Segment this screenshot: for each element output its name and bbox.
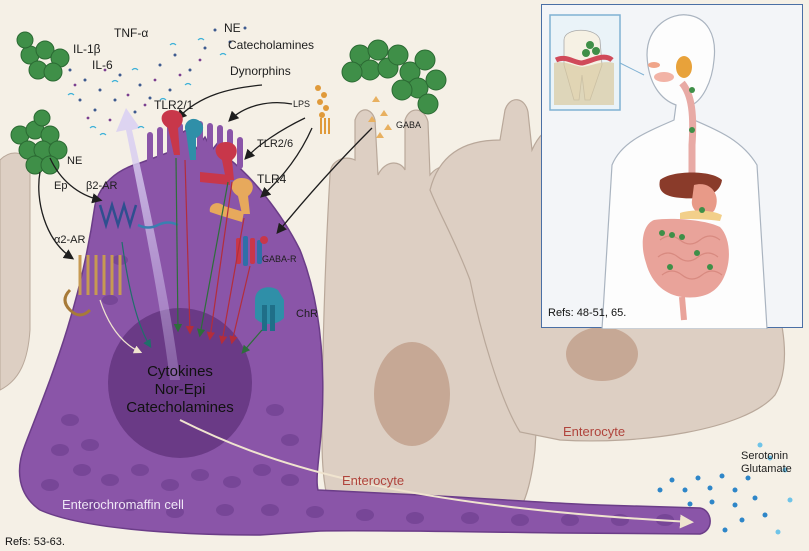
label-il6: IL-6 — [92, 58, 113, 72]
tlr4-receptor — [209, 178, 253, 222]
tlr26-receptor — [200, 142, 237, 185]
label-il1b: IL-1β — [73, 42, 101, 56]
cytokine-release-arrow — [116, 108, 180, 380]
bacteria-cluster-left — [10, 109, 68, 175]
anatomy-figure — [549, 14, 768, 330]
arrow-ne-b2ar — [49, 157, 103, 204]
label-tnfa: TNF-α — [114, 26, 149, 40]
bacteria-cluster-right — [341, 39, 447, 115]
main-refs: Refs: 53-63. — [5, 536, 65, 548]
label-serotonin: Serotonin — [741, 450, 789, 462]
gaba-molecules — [368, 96, 392, 138]
arrow-lps-tlr26 — [244, 117, 306, 160]
nucleus-line-3: Catecholamines — [126, 399, 234, 416]
label-dynorphins: Dynorphins — [230, 64, 291, 78]
label-tlr4: TLR4 — [257, 172, 287, 186]
label-tlr21: TLR2/1 — [154, 98, 194, 112]
serotonin-glutamate-dots — [657, 442, 793, 535]
label-gaba-r: GABA-R — [262, 254, 297, 264]
label-chr: ChR — [296, 308, 319, 320]
label-catecholamines: Catecholamines — [228, 38, 315, 52]
label-enterocyte-1: Enterocyte — [342, 473, 405, 488]
label-a2ar: α2-AR — [54, 234, 86, 246]
arrow-dynorphins-tlr21 — [176, 84, 263, 120]
a2ar-receptor — [63, 255, 122, 317]
tlr21-receptor — [161, 110, 204, 160]
secretion-arrow — [179, 419, 694, 529]
inset-refs: Refs: 48-51, 65. — [548, 307, 627, 319]
chr-receptor — [255, 287, 284, 331]
label-ne-lumen: NE — [224, 21, 241, 35]
label-ne-left: NE — [67, 155, 83, 167]
label-enterocyte-2: Enterocyte — [563, 424, 626, 439]
anatomy-inset: Refs: 48-51, 65. — [541, 4, 803, 330]
label-b2ar: β2-AR — [86, 180, 118, 192]
nucleus-line-2: Nor-Epi — [154, 381, 206, 398]
nucleus-line-1: Cytokines — [147, 363, 213, 380]
enterocyte-left-edge — [0, 152, 31, 391]
label-lps: LPS — [293, 99, 311, 109]
label-glutamate: Glutamate — [741, 463, 792, 475]
arrow-lps-tlr21 — [228, 102, 293, 122]
lps-molecule — [315, 85, 330, 134]
label-tlr26: TLR2/6 — [257, 138, 294, 150]
bacteria-cluster-top — [16, 31, 70, 82]
label-ep: Ep — [54, 180, 68, 192]
label-enterochromaffin-cell: Enterochromaffin cell — [62, 497, 184, 512]
arrow-gaba-gabar — [276, 127, 373, 235]
b2ar-receptor — [98, 200, 179, 230]
arrow-ep-a2ar — [38, 171, 75, 260]
cytokine-cloud — [67, 26, 247, 136]
arrow-lps-tlr4 — [260, 127, 313, 198]
label-gaba: GABA — [396, 120, 422, 130]
